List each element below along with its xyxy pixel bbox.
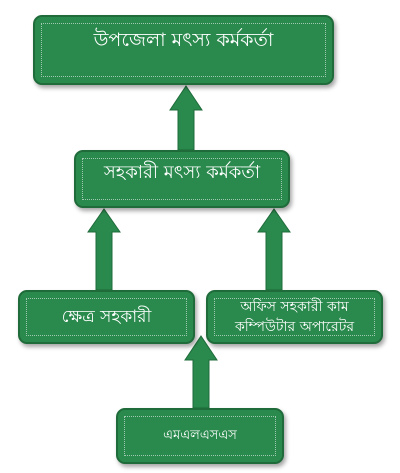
node-label: উপজেলা মৎস্য কর্মকর্তা	[93, 29, 274, 52]
node-office-assistant-computer-operator: অফিস সহকারী কাম কম্পিউটার অপারেটর	[206, 290, 383, 344]
node-assistant-fisheries-officer: সহকারী মৎস্য কর্মকর্তা	[74, 150, 290, 208]
node-label-line-1: অফিস সহকারী কাম	[240, 298, 349, 315]
node-field-assistant: ক্ষেত্র সহকারী	[18, 290, 195, 344]
arrow-middle-to-top	[169, 85, 203, 151]
arrow-left-to-middle	[87, 208, 121, 291]
node-label: ক্ষেত্র সহকারী	[61, 306, 152, 327]
node-mlss: এমএলএসএস	[116, 408, 284, 464]
node-label-line-2: কম্পিউটার অপারেটর	[234, 319, 355, 335]
node-upazila-fisheries-officer: উপজেলা মৎস্য কর্মকর্তা	[33, 15, 334, 85]
node-label: অফিস সহকারী কাম কম্পিউটার অপারেটর	[235, 297, 354, 338]
arrow-right-to-middle	[257, 208, 291, 291]
node-label: সহকারী মৎস্য কর্মকর্তা	[103, 161, 261, 183]
arrow-bottom-to-right	[184, 335, 218, 409]
node-label: এমএলএসএস	[163, 427, 237, 443]
